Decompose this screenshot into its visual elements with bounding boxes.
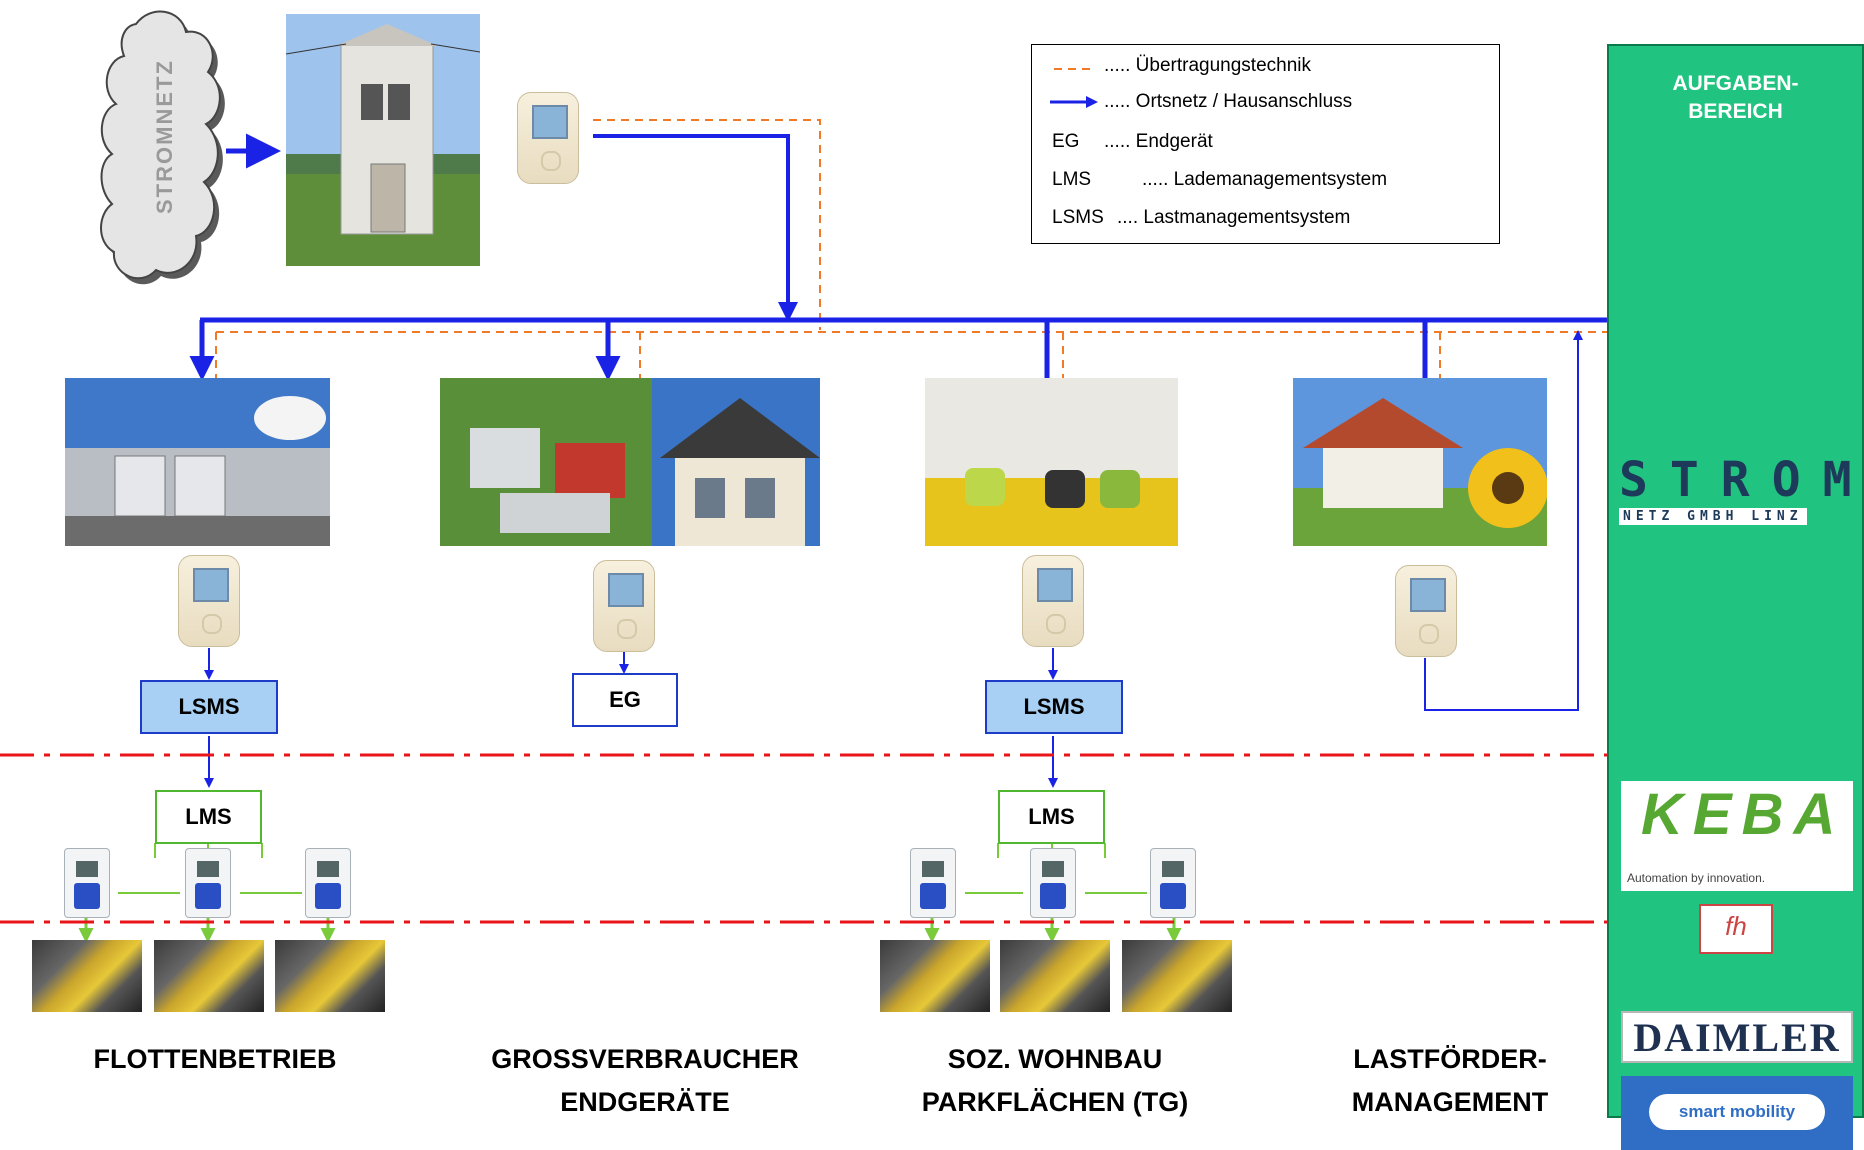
strom-netz-logo: STROM NETZ GMBH LINZ bbox=[1619, 456, 1859, 525]
lsms-box-soz: LSMS bbox=[985, 680, 1123, 734]
wallbox-icon bbox=[1030, 848, 1076, 918]
keba-logo-text: KEBA bbox=[1641, 782, 1846, 847]
keba-logo: KEBA Automation by innovation. bbox=[1621, 781, 1853, 891]
smart-meter-last-icon bbox=[1395, 565, 1457, 657]
caption-last-line2: MANAGEMENT bbox=[1351, 1087, 1549, 1117]
smart-meter-gross-icon bbox=[593, 560, 655, 652]
wallbox-icon bbox=[185, 848, 231, 918]
wallbox-icon bbox=[305, 848, 351, 918]
legend-abbr-5: LSMS bbox=[1052, 207, 1104, 228]
dashed-line-icon bbox=[1054, 68, 1094, 70]
transformer-station-photo bbox=[286, 14, 480, 266]
caption-soz-line1: SOZ. WOHNBAU bbox=[947, 1044, 1163, 1074]
wallbox-icon bbox=[1150, 848, 1196, 918]
strom-logo-text: STROM bbox=[1619, 452, 1864, 508]
parking-garage-photo bbox=[925, 378, 1178, 546]
wiring-diagram bbox=[0, 119, 1836, 943]
legend-abbr-4: LMS bbox=[1052, 169, 1092, 190]
caption-soz-line2: PARKFLÄCHEN (TG) bbox=[921, 1087, 1189, 1117]
caption-flotten: FLOTTENBETRIEB bbox=[93, 1044, 337, 1074]
charging-plug-photo bbox=[1000, 940, 1110, 1012]
caption-last-line1: LASTFÖRDER- bbox=[1353, 1044, 1547, 1074]
strom-logo-subtext: NETZ GMBH LINZ bbox=[1619, 508, 1807, 525]
wallbox-icon bbox=[910, 848, 956, 918]
sidebar-title-line1: AUFGABEN- bbox=[1672, 72, 1799, 95]
smart-mobility-text: smart mobility bbox=[1649, 1094, 1825, 1130]
legend-abbr-3: EG bbox=[1052, 131, 1080, 152]
task-area-sidebar: AUFGABEN- BEREICH STROM NETZ GMBH LINZ K… bbox=[1607, 44, 1864, 1150]
caption-gross-line1: GROSSVERBRAUCHER bbox=[491, 1044, 799, 1074]
smart-meter-flotten-icon bbox=[178, 555, 240, 647]
legend-row-4: ..... Lademanagementsystem bbox=[1142, 169, 1388, 190]
smart-meter-soz-icon bbox=[1022, 555, 1084, 647]
caption-soz: SOZ. WOHNBAU PARKFLÄCHEN (TG) bbox=[875, 1038, 1235, 1124]
charging-plug-photo bbox=[880, 940, 990, 1012]
blue-arrow-icon bbox=[1050, 96, 1098, 108]
large-consumer-photo bbox=[440, 378, 820, 546]
legend-row-5: .... Lastmanagementsystem bbox=[1117, 207, 1351, 228]
feedback-line bbox=[1424, 330, 1583, 711]
fh-logo: fh bbox=[1699, 904, 1773, 954]
smart-meter-main-icon bbox=[517, 92, 579, 184]
transmission-line-feed bbox=[593, 119, 821, 330]
sidebar-title: AUFGABEN- BEREICH bbox=[1609, 70, 1862, 126]
daimler-logo: DAIMLER bbox=[1621, 1011, 1853, 1063]
cloud-icon bbox=[100, 10, 225, 285]
caption-gross: GROSSVERBRAUCHER ENDGERÄTE bbox=[430, 1038, 860, 1124]
lms-box-flotten: LMS bbox=[155, 790, 262, 844]
keba-logo-slogan: Automation by innovation. bbox=[1627, 871, 1766, 885]
legend-row-2: ..... Ortsnetz / Hausanschluss bbox=[1104, 91, 1353, 112]
eg-box: EG bbox=[572, 673, 678, 727]
legend-row-3: ..... Endgerät bbox=[1104, 131, 1213, 152]
sidebar-title-line2: BEREICH bbox=[1688, 100, 1783, 123]
charging-plug-photo bbox=[154, 940, 264, 1012]
wallbox-icon bbox=[64, 848, 110, 918]
cloud-label: STROMNETZ bbox=[152, 59, 177, 214]
charging-plug-photo bbox=[32, 940, 142, 1012]
legend: ..... Übertragungstechnik ..... Ortsnetz… bbox=[1031, 44, 1500, 244]
legend-row-1: ..... Übertragungstechnik bbox=[1104, 55, 1311, 76]
lsms-box-flotten: LSMS bbox=[140, 680, 278, 734]
fleet-building-photo bbox=[65, 378, 330, 546]
residential-house-photo bbox=[1293, 378, 1547, 546]
feed-line bbox=[593, 134, 798, 322]
caption-gross-line2: ENDGERÄTE bbox=[560, 1087, 730, 1117]
lms-box-soz: LMS bbox=[998, 790, 1105, 844]
smart-mobility-logo: smart mobility bbox=[1621, 1076, 1853, 1150]
charging-plug-photo bbox=[1122, 940, 1232, 1012]
caption-last: LASTFÖRDER- MANAGEMENT bbox=[1300, 1038, 1600, 1124]
charging-plug-photo bbox=[275, 940, 385, 1012]
